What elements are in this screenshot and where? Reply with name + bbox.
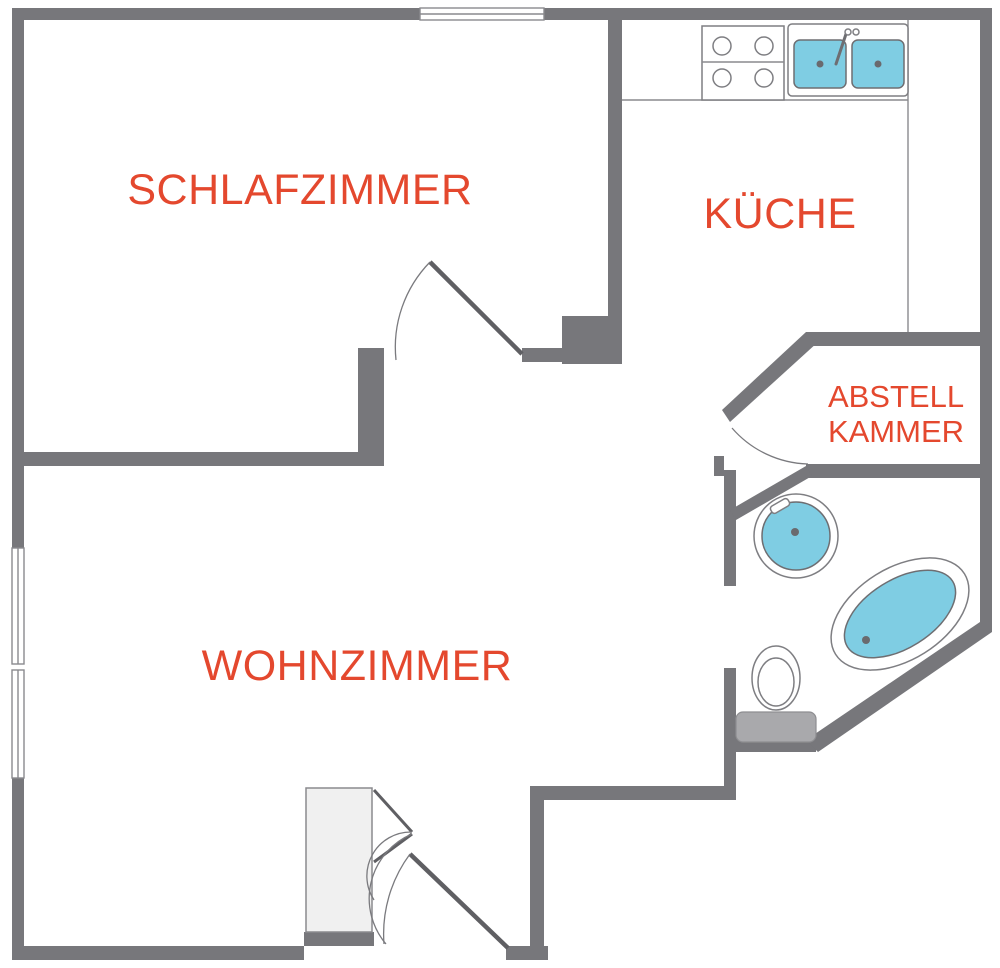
storage-door-wall bbox=[722, 332, 818, 422]
outer-wall-right-upper bbox=[980, 8, 992, 478]
oval-bathtub-icon bbox=[830, 557, 970, 671]
outer-wall-top-left bbox=[12, 8, 420, 20]
bath-wall-top-diagonal bbox=[730, 466, 812, 520]
room-label-living-room: WOHNZIMMER bbox=[202, 642, 513, 690]
room-labels: SCHLAFZIMMER KÜCHE ABSTELL KAMMER WOHNZI… bbox=[127, 166, 964, 690]
bath-door-jamb bbox=[714, 456, 724, 476]
kitchen-fixtures bbox=[622, 20, 909, 332]
bath-wall-left-upper bbox=[724, 470, 736, 586]
bedroom-wall-bottom bbox=[12, 452, 384, 466]
bath-wall-bottom-vertical bbox=[724, 668, 736, 800]
storage-door bbox=[731, 427, 809, 465]
doors bbox=[382, 260, 809, 950]
bathroom-fixtures bbox=[735, 493, 970, 743]
toilet-icon bbox=[735, 645, 817, 743]
room-label-storage-line2: KAMMER bbox=[828, 414, 964, 449]
entry-wall-horizontal bbox=[530, 786, 736, 800]
outer-wall-left-lower bbox=[12, 778, 24, 960]
room-label-bedroom: SCHLAFZIMMER bbox=[127, 166, 472, 214]
walls bbox=[12, 8, 992, 960]
bedroom-door bbox=[394, 260, 524, 361]
entry-wall-vertical bbox=[530, 788, 544, 958]
windows bbox=[11, 7, 545, 779]
bedroom-corner-pillar bbox=[562, 316, 622, 364]
round-washbasin-icon bbox=[753, 493, 839, 579]
wardrobe-icon bbox=[305, 787, 414, 945]
outer-wall-top-right bbox=[544, 8, 992, 20]
room-label-kitchen: KÜCHE bbox=[703, 190, 856, 238]
outer-wall-bottom-wardrobe bbox=[304, 932, 374, 946]
outer-wall-left-upper bbox=[12, 8, 24, 548]
stove-icon bbox=[701, 25, 785, 101]
double-sink-icon bbox=[787, 23, 909, 97]
storage-wall-bottom bbox=[806, 464, 992, 478]
room-label-storage-line1: ABSTELL bbox=[828, 379, 964, 414]
entrance-door bbox=[382, 852, 510, 950]
bedroom-door-stop bbox=[522, 348, 564, 362]
bedroom-kitchen-wall bbox=[608, 18, 622, 364]
outer-wall-bottom-left bbox=[12, 946, 304, 960]
bedroom-wall-jog bbox=[358, 348, 384, 466]
storage-wall-top bbox=[806, 332, 992, 346]
